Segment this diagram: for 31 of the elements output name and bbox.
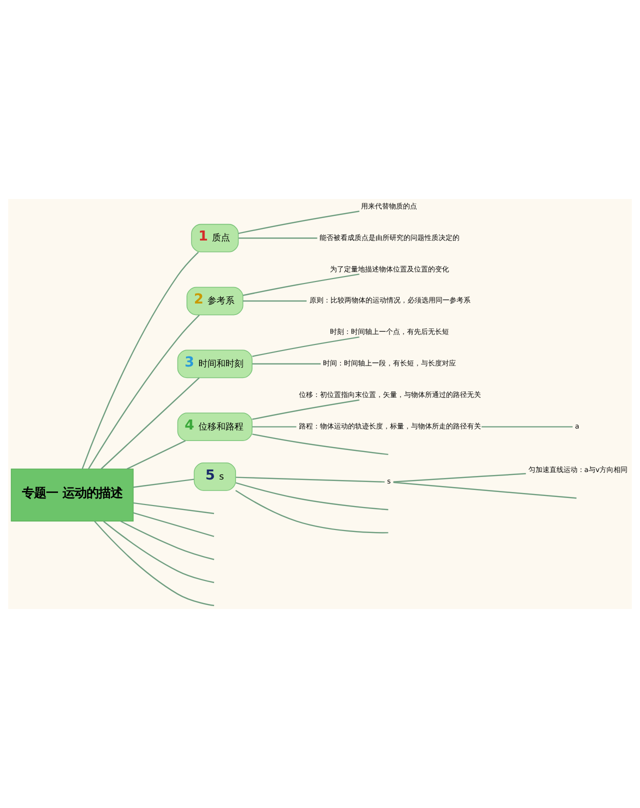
connector bbox=[120, 520, 214, 560]
connector bbox=[236, 476, 385, 483]
connector bbox=[235, 490, 388, 534]
node-box: 1 质点 bbox=[191, 224, 239, 252]
connector bbox=[133, 478, 194, 488]
connector bbox=[88, 314, 200, 470]
connector bbox=[82, 252, 199, 470]
connector bbox=[238, 238, 318, 239]
connector bbox=[133, 512, 214, 538]
connector bbox=[252, 426, 296, 428]
connector bbox=[393, 473, 526, 482]
connector bbox=[100, 377, 200, 470]
connector bbox=[243, 300, 307, 302]
connector bbox=[252, 336, 360, 357]
node-box: 专题一 运动的描述 bbox=[10, 468, 134, 522]
node-box: 4 位移和路程 bbox=[177, 412, 252, 442]
connector bbox=[133, 502, 214, 514]
connector bbox=[236, 482, 388, 510]
connector bbox=[103, 520, 214, 584]
node-box: 2 参考系 bbox=[186, 286, 244, 316]
connector bbox=[252, 399, 360, 420]
connector bbox=[126, 440, 186, 470]
connector bbox=[252, 434, 388, 456]
connector bbox=[242, 274, 360, 296]
connector bbox=[238, 210, 360, 234]
node-box: 5 s bbox=[194, 462, 236, 491]
connector bbox=[252, 363, 321, 365]
connector bbox=[393, 482, 577, 499]
node-box: 3 时间和时刻 bbox=[177, 350, 252, 378]
connector bbox=[94, 520, 214, 606]
connector bbox=[482, 426, 573, 428]
